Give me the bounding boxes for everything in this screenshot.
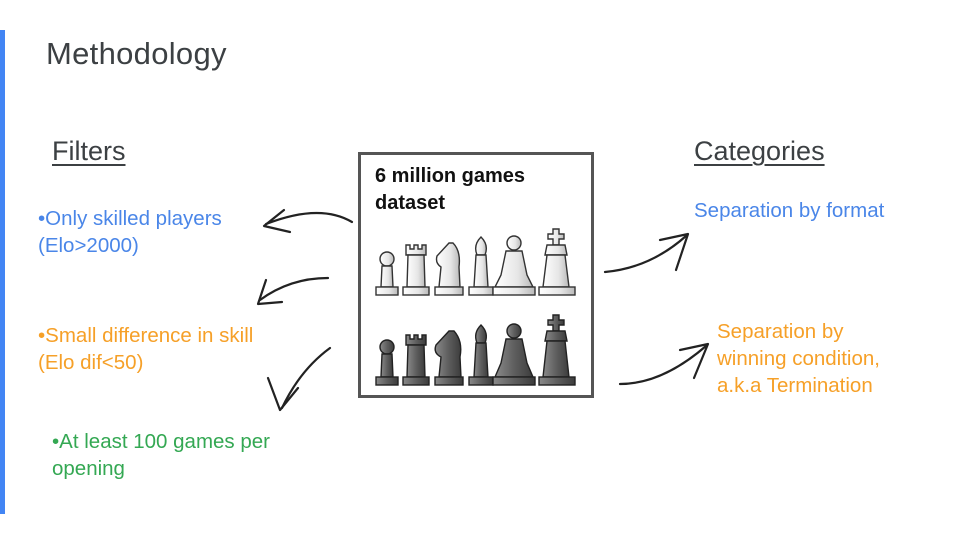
filter-item-skill-difference: •Small difference in skill (Elo dif<50)	[38, 324, 254, 374]
black-queen-icon	[492, 323, 536, 386]
filter-item-min-games: •At least 100 games per opening	[52, 430, 270, 480]
accent-bar	[0, 30, 5, 514]
white-rook-icon	[402, 244, 430, 296]
arrow-to-category-1	[603, 232, 690, 274]
white-knight-icon	[434, 242, 464, 296]
white-bishop-icon	[468, 236, 494, 296]
arrow-to-filter-3	[266, 346, 332, 412]
filter-item-skilled-players: •Only skilled players (Elo>2000)	[38, 207, 222, 257]
white-king-icon	[538, 228, 576, 296]
page-title: Methodology	[46, 36, 227, 71]
filters-heading: Filters	[52, 136, 126, 166]
chess-pieces-black-icon	[375, 314, 576, 386]
black-knight-icon	[434, 330, 464, 386]
black-bishop-icon	[468, 324, 494, 386]
category-item-format: Separation by format	[694, 199, 885, 222]
arrow-to-filter-1	[262, 208, 354, 234]
categories-heading: Categories	[694, 136, 825, 166]
chess-pieces-white-icon	[375, 228, 576, 296]
category-item-termination: Separation by winning condition, a.k.a T…	[717, 320, 880, 397]
dataset-label: 6 million games dataset	[375, 165, 526, 214]
black-king-icon	[538, 314, 576, 386]
arrow-to-filter-2	[256, 276, 330, 306]
white-queen-icon	[492, 235, 536, 296]
chess-pieces-illustration	[375, 228, 576, 386]
dataset-box: 6 million games dataset	[358, 152, 594, 398]
arrow-to-category-2	[618, 342, 710, 386]
black-pawn-icon	[375, 339, 399, 386]
white-pawn-icon	[375, 251, 399, 296]
black-rook-icon	[402, 334, 430, 386]
